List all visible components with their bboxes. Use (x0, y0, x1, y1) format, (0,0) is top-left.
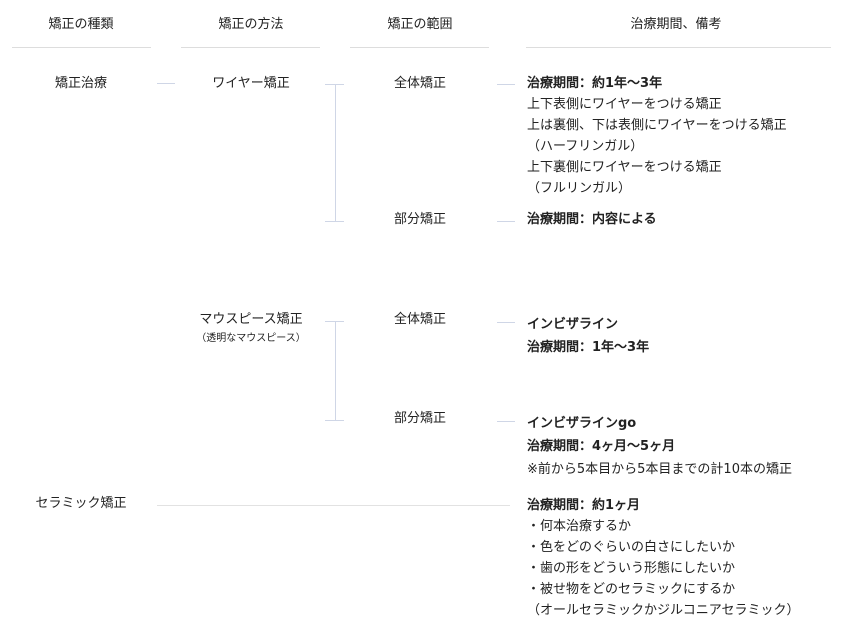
wire-full-notes: 治療期間：約1年〜3年 上下表側にワイヤーをつける矯正 上は裏側、下は表側にワイ… (527, 73, 787, 199)
connector (497, 421, 515, 422)
note: （ハーフリンガル） (527, 139, 644, 154)
period: 治療期間：約1年〜3年 (527, 76, 663, 91)
note: （フルリンガル） (527, 181, 632, 196)
connector (325, 321, 344, 322)
method-wire: ワイヤー矯正 (212, 76, 290, 91)
period: 治療期間：4ヶ月〜5ヶ月 (527, 439, 676, 454)
range-full: 全体矯正 (393, 76, 447, 91)
note: ・被せ物をどのセラミックにするか (527, 582, 736, 597)
connector (497, 322, 515, 323)
mouth-full-notes: インビザライン 治療期間：1年〜3年 (527, 313, 649, 359)
mouth-partial-notes: インビザラインgo 治療期間：4ヶ月〜5ヶ月 ※前から5本目から5本目までの計1… (527, 412, 792, 481)
range-partial: 部分矯正 (393, 411, 447, 426)
range-partial: 部分矯正 (393, 212, 447, 227)
divider (12, 47, 151, 48)
type-ortho: 矯正治療 (54, 76, 108, 91)
header-type: 矯正の種類 (48, 17, 114, 32)
connector (325, 221, 344, 222)
type-ceramic: セラミック矯正 (35, 496, 127, 511)
connector (157, 505, 510, 506)
note: 上下裏側にワイヤーをつける矯正 (527, 160, 722, 175)
method-mouthpiece-sub: （透明なマウスピース） (196, 333, 306, 344)
connector (497, 84, 515, 85)
period: 治療期間：1年〜3年 (527, 340, 650, 355)
range-full: 全体矯正 (393, 312, 447, 327)
product-name: インビザラインgo (527, 416, 637, 431)
connector (157, 83, 175, 84)
period: 治療期間：約1ヶ月 (527, 498, 641, 513)
note: ※前から5本目から5本目までの計10本の矯正 (527, 462, 792, 477)
divider (181, 47, 320, 48)
connector (325, 420, 344, 421)
note: 上は裏側、下は表側にワイヤーをつける矯正 (527, 118, 787, 133)
ceramic-notes: 治療期間：約1ヶ月 ・何本治療するか ・色をどのぐらいの白さにしたいか ・歯の形… (527, 495, 799, 621)
divider (350, 47, 489, 48)
header-range: 矯正の範囲 (387, 17, 453, 32)
connector (325, 84, 344, 85)
connector (497, 221, 515, 222)
note: ・歯の形をどういう形態にしたいか (527, 561, 736, 576)
note: （オールセラミックかジルコニアセラミック） (527, 603, 800, 618)
header-method: 矯正の方法 (218, 17, 284, 32)
bracket-line (335, 321, 336, 421)
note: ・色をどのぐらいの白さにしたいか (527, 540, 736, 555)
header-period: 治療期間、備考 (630, 17, 722, 32)
method-mouthpiece: マウスピース矯正 (199, 312, 303, 327)
note: ・何本治療するか (527, 519, 632, 534)
period: 治療期間：内容による (527, 212, 657, 227)
divider (526, 47, 831, 48)
note: 上下表側にワイヤーをつける矯正 (527, 97, 722, 112)
bracket-line (335, 84, 336, 222)
product-name: インビザライン (527, 317, 619, 332)
